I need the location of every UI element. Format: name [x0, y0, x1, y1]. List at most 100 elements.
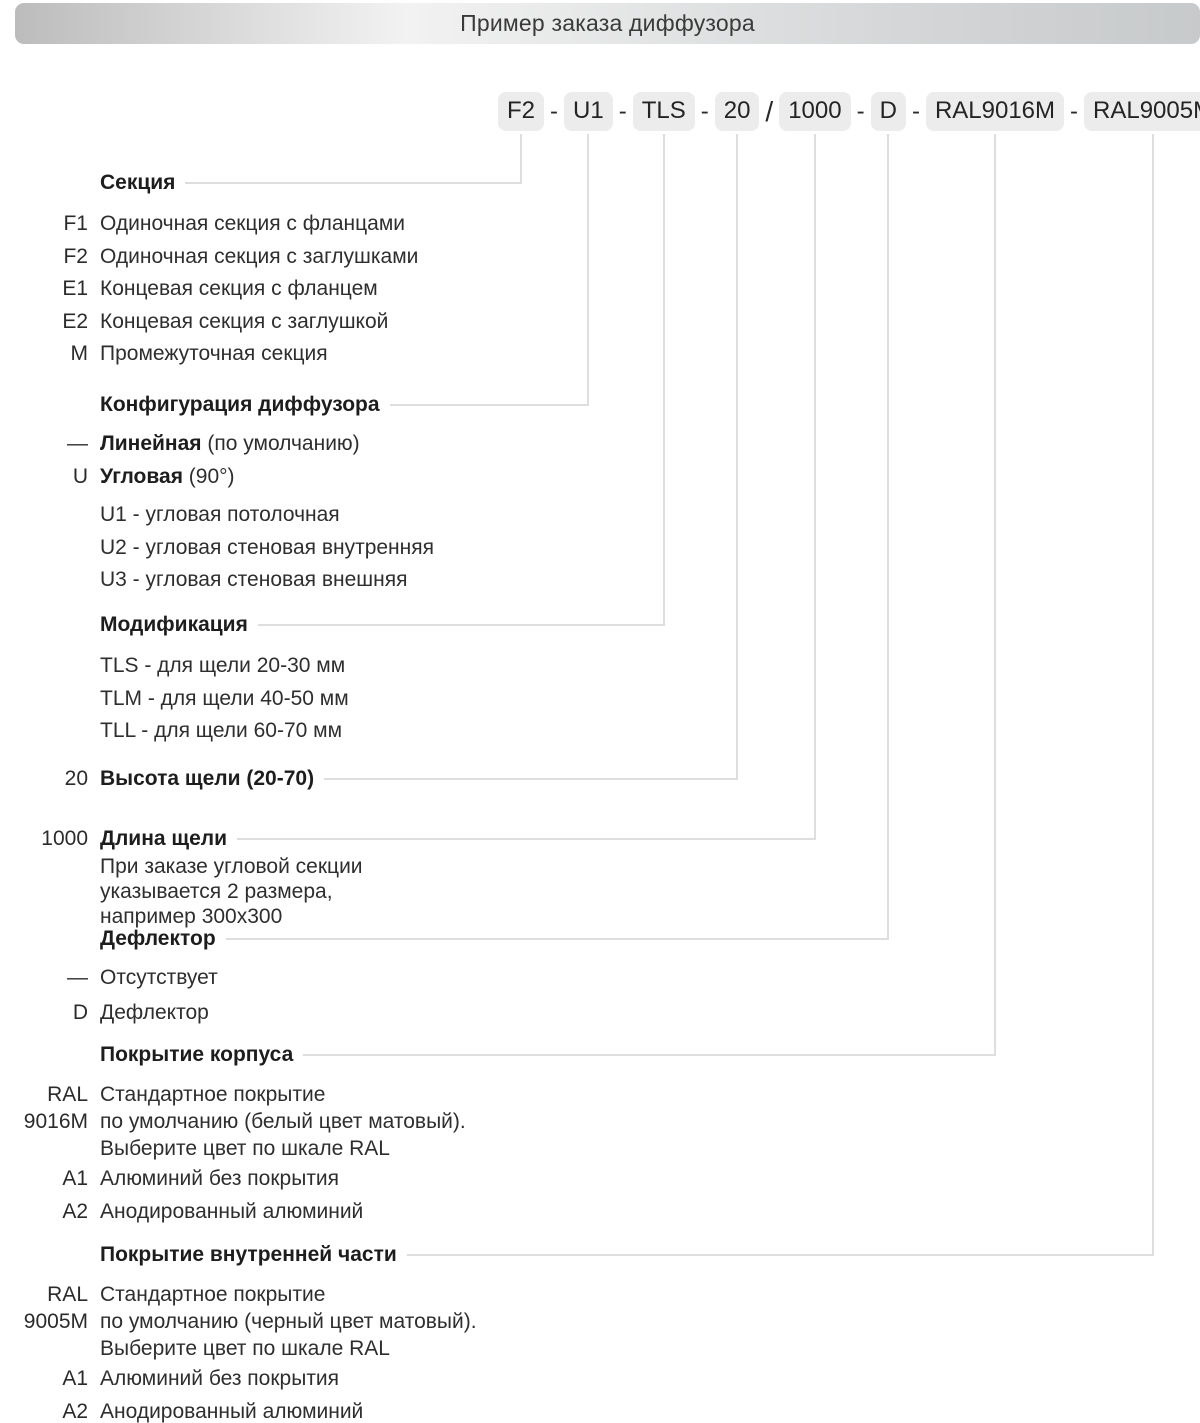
- item-code: A1: [62, 1367, 88, 1390]
- section-configuration: Конфигурация диффузора — Линейная (по ум…: [20, 392, 434, 597]
- list-item: A2 Анодированный алюминий: [20, 1195, 466, 1228]
- list-item: TLM - для щели 40-50 мм: [100, 686, 349, 710]
- item-code: RAL 9005M: [23, 1283, 88, 1333]
- section-section: Секция F1 Одиночная секция с фланцами F2…: [20, 170, 418, 371]
- item-text: Стандартное покрытие по умолчанию (белый…: [100, 1083, 466, 1160]
- sub-item: U1 - угловая потолочная: [100, 503, 340, 526]
- section-slot-length: 1000 Длина щели При заказе угловой секци…: [20, 826, 363, 929]
- item-text: Анодированный алюминий: [100, 1400, 364, 1423]
- section-header: Высота щели (20-70): [100, 767, 315, 790]
- code-segment-modification: TLS: [632, 92, 695, 131]
- list-item: F1 Одиночная секция с фланцами: [20, 208, 418, 241]
- code-separator: -: [700, 97, 709, 125]
- item-code: A1: [62, 1167, 88, 1190]
- page-title: Пример заказа диффузора: [460, 10, 755, 36]
- item-text: Угловая (90°): [100, 464, 235, 488]
- item-code: 20: [64, 767, 88, 790]
- item-text: Алюминий без покрытия: [100, 1367, 340, 1390]
- sub-item: U2 - угловая стеновая внутренняя: [100, 535, 434, 559]
- section-header: Покрытие корпуса: [100, 1043, 294, 1066]
- item-code: F2: [63, 244, 88, 268]
- item-code: A2: [62, 1400, 88, 1423]
- connector-line-vertical: [887, 134, 890, 940]
- item-code: A2: [62, 1200, 88, 1223]
- note-line: При заказе угловой секции: [100, 855, 363, 878]
- connector-line-vertical: [587, 134, 590, 406]
- section-slot-height: 20 Высота щели (20-70): [20, 766, 314, 792]
- code-segment-slot-height: 20: [714, 92, 760, 131]
- order-code-row: F2 - U1 - TLS - 20 / 1000 - D - RAL9016M…: [498, 92, 1200, 131]
- item-text: Одиночная секция с фланцами: [100, 212, 405, 235]
- list-item: M Промежуточная секция: [20, 338, 418, 371]
- title-bar: Пример заказа диффузора: [15, 3, 1200, 44]
- item-text: Алюминий без покрытия: [100, 1167, 340, 1190]
- connector-line-horizontal: [185, 182, 522, 184]
- list-item: A1 Алюминий без покрытия: [20, 1362, 477, 1395]
- connector-line-horizontal: [257, 624, 665, 626]
- item-text: Анодированный алюминий: [100, 1200, 364, 1223]
- item-code: —: [67, 432, 88, 455]
- item-code: E2: [62, 309, 88, 333]
- item-code: F1: [63, 212, 88, 235]
- section-inner-coating: Покрытие внутренней части RAL 9005M Стан…: [20, 1242, 477, 1423]
- item-text: Дефлектор: [100, 1001, 209, 1024]
- list-item: F2 Одиночная секция с заглушками: [20, 241, 418, 274]
- list-item: TLL - для щели 60-70 мм: [100, 719, 343, 742]
- connector-line-horizontal: [237, 838, 816, 840]
- list-item: — Отсутствует: [20, 960, 218, 995]
- code-separator-slash: /: [765, 95, 774, 127]
- item-text: Концевая секция с заглушкой: [100, 309, 389, 333]
- item-text: Промежуточная секция: [100, 342, 328, 365]
- sub-item: U3 - угловая стеновая внешняя: [100, 568, 408, 591]
- connector-line-horizontal: [389, 404, 590, 406]
- section-header: Длина щели: [100, 827, 228, 850]
- code-segment-deflector: D: [870, 92, 906, 131]
- ral-item: RAL 9016M Стандартное покрытие по умолча…: [20, 1081, 466, 1162]
- section-header: Секция: [100, 171, 176, 194]
- list-item: E1 Концевая секция с фланцем: [20, 273, 418, 306]
- connector-line-horizontal: [406, 1254, 1155, 1256]
- code-separator: -: [856, 97, 865, 125]
- item-code: —: [67, 966, 88, 989]
- section-header: Модификация: [100, 613, 248, 636]
- item-code: E1: [62, 277, 88, 300]
- connector-line-vertical: [993, 134, 996, 1056]
- note-line: указывается 2 размера,: [100, 880, 333, 903]
- connector-line-vertical: [520, 134, 522, 184]
- connector-line-horizontal: [225, 938, 890, 940]
- connector-line-vertical: [662, 134, 665, 626]
- section-deflector: Дефлектор — Отсутствует D Дефлектор: [20, 926, 218, 1030]
- item-text: Стандартное покрытие по умолчанию (черны…: [100, 1283, 477, 1360]
- code-segment-body-coating: RAL9016M: [925, 92, 1065, 131]
- section-modification: Модификация TLS - для щели 20-30 мм TLM …: [20, 612, 349, 748]
- code-separator: -: [1070, 97, 1079, 125]
- item-text: Отсутствует: [100, 966, 218, 989]
- item-code: M: [70, 342, 89, 365]
- connector-line-vertical: [813, 134, 816, 840]
- item-code: U: [72, 464, 88, 488]
- section-header: Покрытие внутренней части: [100, 1243, 397, 1266]
- note-line: например 300x300: [100, 905, 283, 928]
- connector-line-horizontal: [303, 1054, 996, 1056]
- item-text: Одиночная секция с заглушками: [100, 244, 419, 268]
- item-code: D: [72, 1001, 88, 1024]
- list-item: U Угловая (90°): [20, 461, 434, 494]
- list-item: D Дефлектор: [20, 995, 218, 1030]
- code-separator: -: [911, 97, 920, 125]
- code-separator: -: [618, 97, 627, 125]
- code-segment-slot-length: 1000: [779, 92, 851, 131]
- code-segment-configuration: U1: [564, 92, 613, 131]
- section-body-coating: Покрытие корпуса RAL 9016M Стандартное п…: [20, 1042, 466, 1228]
- item-text: Концевая секция с фланцем: [100, 277, 378, 300]
- item-code: RAL 9016M: [23, 1083, 88, 1133]
- list-item: E2 Концевая секция с заглушкой: [20, 306, 418, 339]
- code-separator: -: [550, 97, 559, 125]
- list-item: A2 Анодированный алюминий: [20, 1395, 477, 1423]
- ral-item: RAL 9005M Стандартное покрытие по умолча…: [20, 1281, 477, 1362]
- item-code: 1000: [41, 827, 88, 850]
- code-segment-section: F2: [498, 92, 545, 131]
- section-header: Конфигурация диффузора: [100, 393, 380, 416]
- connector-line-vertical: [1152, 134, 1155, 1256]
